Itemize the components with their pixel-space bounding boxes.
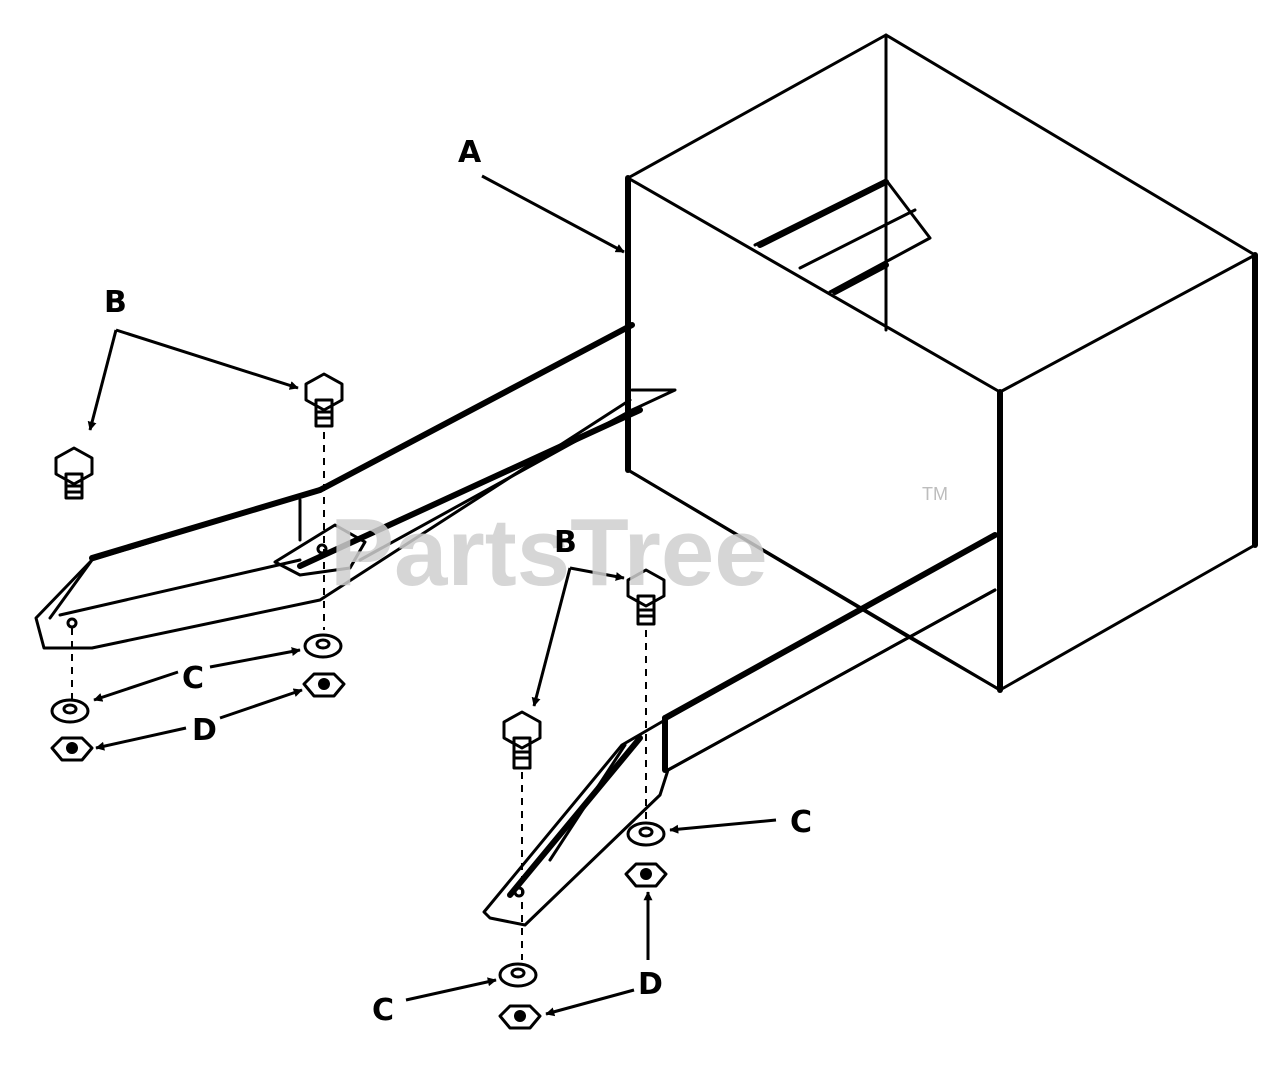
- arrow-c1-inner: [209, 647, 301, 669]
- callout-d-right: D: [638, 967, 663, 1002]
- callout-c-right: C: [790, 805, 812, 840]
- hex-nut-right-upper: [624, 862, 668, 888]
- callout-b-right: B: [554, 525, 577, 560]
- callout-a: A: [458, 135, 482, 170]
- hex-nut-right-lower: [498, 1004, 542, 1030]
- watermark-text: PartsTree: [330, 499, 768, 606]
- arrow-c1-outer: [93, 670, 179, 702]
- hex-nut-left-inner: [302, 672, 346, 698]
- arrow-d3: [545, 988, 635, 1017]
- arrow-b2-lower: [531, 567, 572, 707]
- arrow-c2: [669, 818, 777, 834]
- box-front-face: [626, 176, 1002, 692]
- box-inner-channel: [753, 178, 932, 295]
- callout-d-left: D: [192, 713, 217, 748]
- lock-washer-left-outer: [50, 698, 90, 724]
- left-arm-hole-front: [66, 617, 78, 629]
- arrow-d1-inner: [219, 688, 303, 720]
- arrow-b1-inner: [115, 328, 299, 390]
- watermark-trademark: TM: [922, 484, 948, 504]
- box-top-rim: [626, 33, 1257, 257]
- bolt-right-upper: [626, 568, 666, 626]
- callout-c-left: C: [182, 661, 204, 696]
- leader-arrows: [87, 174, 777, 1017]
- arrow-b2-upper: [569, 566, 625, 581]
- hex-nut-left-outer: [50, 736, 94, 762]
- arrow-d1-outer: [95, 726, 187, 751]
- callout-c-bottom: C: [372, 993, 394, 1028]
- left-arm-bracket: [273, 523, 367, 577]
- arrow-a: [481, 174, 625, 254]
- callout-b-left: B: [104, 285, 127, 320]
- bolt-left-inner: [304, 372, 344, 428]
- right-mounting-arm: [482, 532, 998, 927]
- arrow-b1-outer: [87, 329, 118, 431]
- lock-washer-right-lower: [498, 962, 538, 988]
- box-right-face: [998, 253, 1257, 692]
- left-mounting-arm: [34, 322, 677, 650]
- lock-washer-right-upper: [626, 821, 666, 847]
- lock-washer-left-inner: [303, 633, 343, 659]
- arrow-c3: [405, 977, 497, 1002]
- bolt-left-outer: [54, 446, 94, 500]
- bolt-right-lower: [502, 710, 542, 770]
- box-bottom-edge-front: [903, 633, 1002, 692]
- left-arm-hole-rear: [316, 543, 328, 555]
